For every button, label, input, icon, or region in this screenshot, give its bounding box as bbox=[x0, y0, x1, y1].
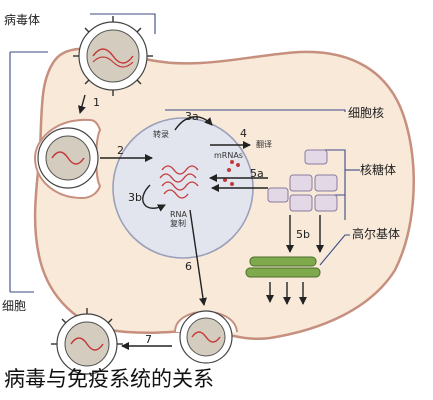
ribosome-er bbox=[267, 149, 338, 212]
step-6: 6 bbox=[185, 260, 192, 273]
step-4: 4 bbox=[240, 127, 247, 140]
label-ribosome: 核糖体 bbox=[360, 162, 396, 177]
step-7: 7 bbox=[145, 333, 152, 346]
label-leaders bbox=[9, 13, 360, 293]
label-nucleus: 细胞核 bbox=[348, 106, 384, 120]
label-rna-replication-2: 复制 bbox=[170, 218, 186, 228]
virus-budding bbox=[174, 310, 238, 364]
label-virus: 病毒体 bbox=[4, 12, 40, 27]
virus-released bbox=[51, 308, 123, 375]
label-rna-replication-1: RNA bbox=[170, 210, 188, 219]
golgi-apparatus bbox=[245, 256, 321, 278]
step-5a: 5a bbox=[250, 167, 264, 180]
step-5b: 5b bbox=[296, 228, 310, 241]
virus-particle-top bbox=[73, 16, 153, 96]
step-3b: 3b bbox=[128, 191, 142, 204]
step-1: 1 bbox=[93, 96, 100, 109]
process-arrows bbox=[78, 94, 324, 350]
rna-cluster bbox=[159, 165, 199, 199]
step-3a: 3a bbox=[185, 110, 199, 123]
virus-endosome bbox=[33, 118, 102, 200]
label-mrna: mRNAs bbox=[214, 151, 243, 160]
label-cell: 细胞 bbox=[2, 299, 26, 313]
label-transcribe: 转录 bbox=[153, 129, 169, 139]
label-golgi: 高尔基体 bbox=[352, 226, 400, 241]
ribosome-dots bbox=[223, 160, 240, 186]
label-translate: 翻译 bbox=[256, 140, 272, 149]
caption: 病毒与免疫系统的关系 bbox=[4, 367, 214, 391]
step-2: 2 bbox=[117, 144, 124, 157]
